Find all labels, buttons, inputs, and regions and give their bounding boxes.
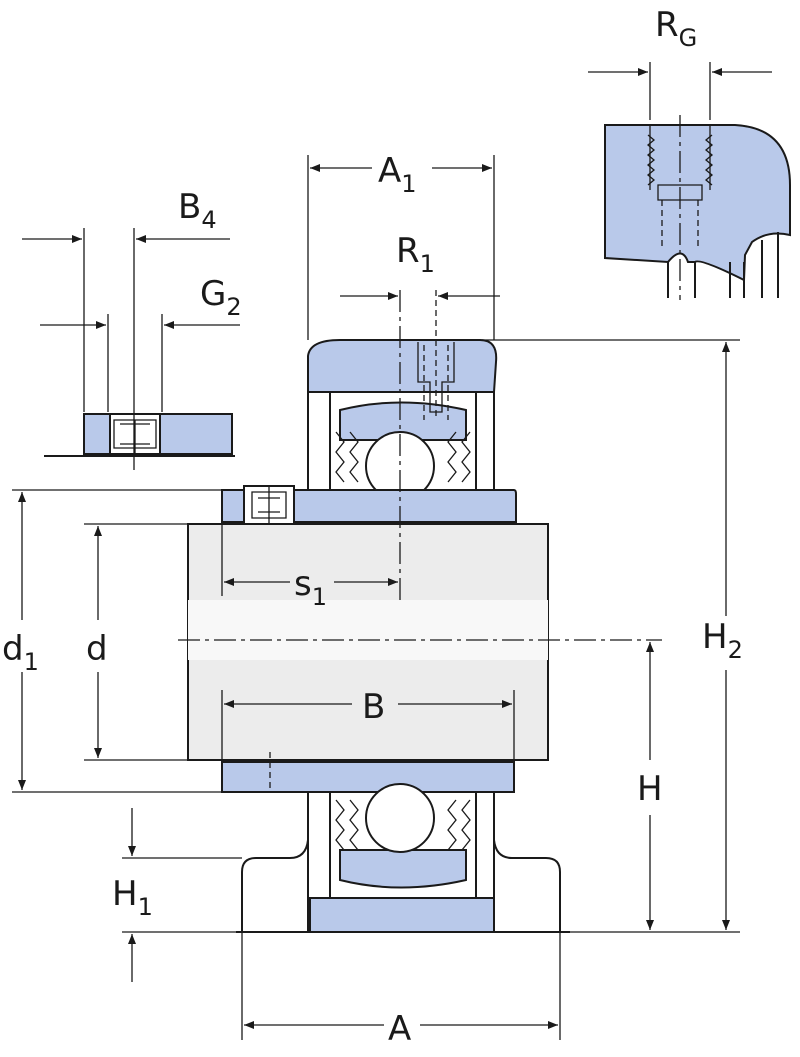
label-h1: H1 bbox=[112, 874, 153, 921]
bearing-housing-section bbox=[178, 290, 662, 933]
label-r1: R1 bbox=[396, 231, 435, 278]
label-b4: B4 bbox=[178, 187, 217, 234]
label-rg: RG bbox=[655, 5, 697, 52]
label-a1: A1 bbox=[378, 151, 417, 198]
b4-g2-detail-view bbox=[22, 228, 240, 470]
label-a: A bbox=[388, 1009, 411, 1049]
dimension-lines bbox=[12, 155, 740, 1040]
label-s1: s1 bbox=[294, 564, 327, 611]
label-b: B bbox=[362, 687, 385, 727]
rg-detail-view bbox=[588, 62, 791, 300]
label-d: d bbox=[86, 629, 108, 669]
label-d1: d1 bbox=[2, 629, 39, 676]
label-h2: H2 bbox=[702, 617, 743, 664]
label-g2: G2 bbox=[200, 274, 242, 321]
label-h: H bbox=[637, 769, 663, 809]
